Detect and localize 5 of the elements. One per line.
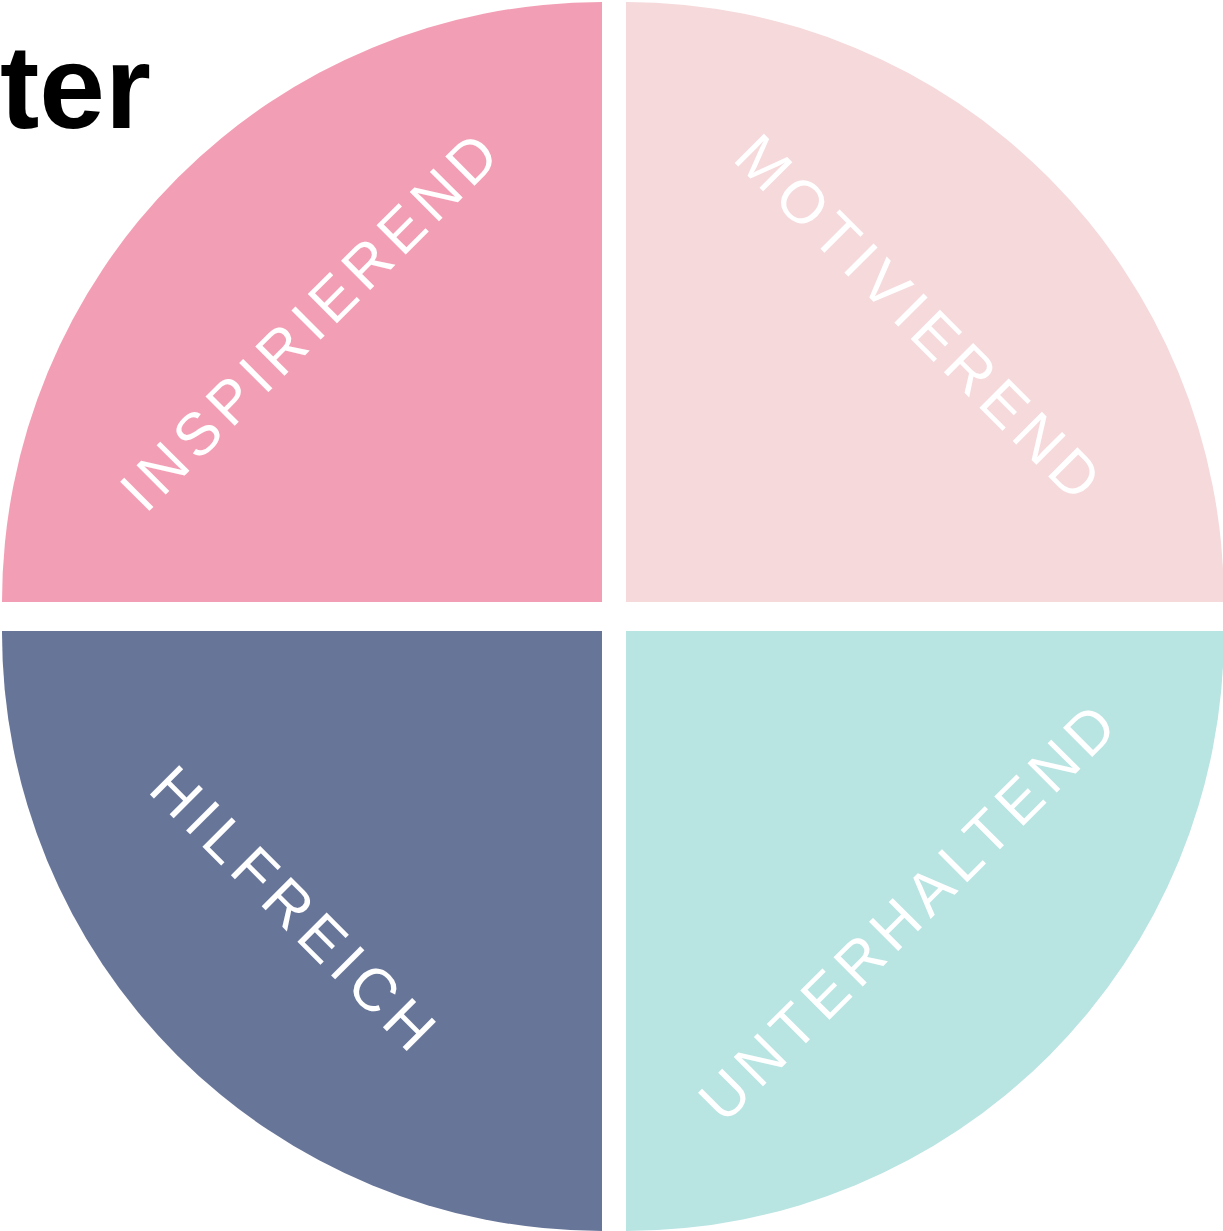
heading-text: ter	[0, 28, 151, 146]
quadrant-segment	[0, 0, 602, 602]
quadrant-segment	[0, 631, 602, 1231]
quadrant-segment	[626, 0, 1223, 602]
quadrant-segment	[626, 631, 1223, 1231]
